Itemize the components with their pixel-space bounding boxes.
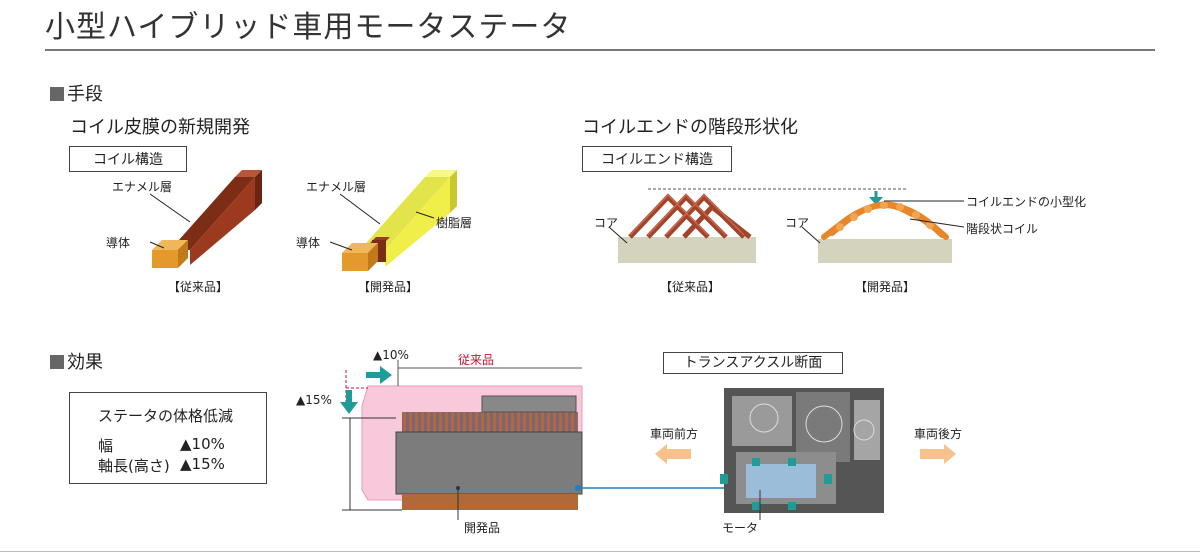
square-bullet-icon: [50, 355, 64, 369]
summary-row-value: ▲10%: [180, 435, 225, 453]
conventional-core-label: コア: [594, 216, 619, 230]
developed-coil-end-figure: [818, 201, 952, 263]
miniaturize-label: コイルエンドの小型化: [966, 195, 1087, 209]
conventional-outline-label: 従来品: [458, 353, 495, 367]
coil-end-structure-label: コイルエンド構造: [582, 146, 732, 172]
developed-wire-figure: [342, 170, 457, 271]
developed-conductor-label: 導体: [296, 236, 321, 250]
summary-title: ステータの体格低減: [98, 407, 234, 425]
front-direction-label: 車両前方: [650, 427, 699, 441]
developed-enamel-label: エナメル層: [306, 180, 367, 194]
effect-heading: 効果: [50, 348, 103, 374]
title-divider: [45, 49, 1155, 51]
conventional-enamel-label: エナメル層: [112, 180, 173, 194]
developed-wire-caption: 【開発品】: [358, 280, 419, 294]
conventional-coil-end-caption: 【従来品】: [660, 280, 721, 294]
coil-film-subtitle: コイル皮膜の新規開発: [70, 117, 250, 138]
front-arrow-icon: [655, 444, 691, 464]
width-reduction-label: ▲10%: [373, 348, 409, 362]
means-heading-text: 手段: [67, 84, 103, 105]
stator-reduction-summary: ステータの体格低減 幅 ▲10% 軸長(高さ) ▲15%: [69, 392, 267, 484]
rear-arrow-icon: [920, 444, 956, 464]
coil-structure-label: コイル構造: [69, 146, 187, 172]
height-reduction-label: ▲15%: [296, 393, 332, 407]
developed-stator-label: 開発品: [464, 521, 501, 535]
transaxle-cross-section-figure: [720, 388, 884, 520]
transaxle-section-label: トランスアクスル断面: [663, 352, 843, 374]
coil-end-subtitle: コイルエンドの階段形状化: [582, 117, 798, 138]
developed-core-label: コア: [785, 216, 810, 230]
square-bullet-icon: [50, 87, 64, 101]
rear-direction-label: 車両後方: [914, 427, 963, 441]
stepped-coil-label: 階段状コイル: [966, 222, 1039, 236]
conventional-wire-figure: [152, 170, 262, 268]
conventional-leader-lines: [149, 193, 191, 249]
coil-end-height-reference: [648, 188, 908, 205]
page-title: 小型ハイブリッド車用モータステータ: [45, 10, 572, 45]
conventional-conductor-label: 導体: [106, 236, 131, 250]
conventional-wire-caption: 【従来品】: [168, 280, 229, 294]
developed-core-leader: [801, 226, 821, 244]
summary-row-label: 幅: [98, 437, 114, 455]
developed-leader-lines-right: [884, 200, 965, 228]
conventional-coil-end-figure: [618, 193, 756, 263]
developed-coil-end-caption: 【開発品】: [855, 280, 916, 294]
bottom-divider: [0, 551, 1200, 552]
means-heading: 手段: [50, 80, 103, 106]
conventional-core-leader: [608, 226, 628, 244]
stator-comparison-figure: [340, 360, 724, 520]
developed-resin-label: 樹脂層: [436, 216, 473, 230]
summary-row-label: 軸長(高さ): [98, 457, 170, 475]
summary-row-value: ▲15%: [180, 455, 225, 473]
effect-heading-text: 効果: [67, 352, 103, 373]
motor-label: モータ: [722, 521, 759, 535]
developed-leader-lines: [329, 193, 435, 251]
